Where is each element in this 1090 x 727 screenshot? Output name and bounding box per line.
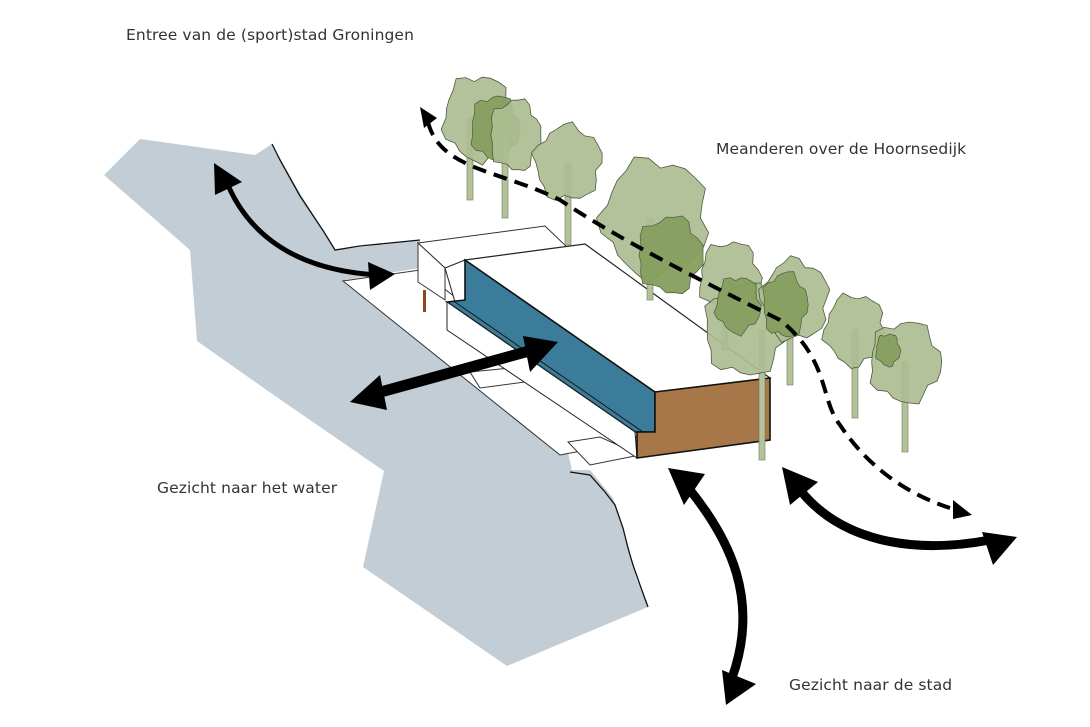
tree <box>869 321 943 453</box>
tree-crown-dark <box>713 277 762 337</box>
building-back-volume-side <box>417 241 446 301</box>
tree-crown <box>821 292 888 369</box>
label-water-view: Gezicht naar het water <box>157 479 338 497</box>
tree-crown <box>490 98 542 171</box>
shoreline-south <box>569 471 649 608</box>
water-view-arrow-head-east <box>523 336 558 372</box>
city-view-arrow-south-head-bottom <box>722 670 756 705</box>
tree <box>758 255 831 386</box>
city-view-arrow-south <box>686 487 748 680</box>
label-meander: Meanderen over de Hoornsedijk <box>716 140 967 158</box>
tree <box>821 292 888 419</box>
tree <box>530 121 603 246</box>
label-entrance: Entree van de (sport)stad Groningen <box>126 26 414 44</box>
tree-crown <box>530 121 603 201</box>
city-view-arrow-east <box>796 487 991 551</box>
entrance-arrow-head-east <box>368 262 395 290</box>
tree <box>595 156 710 301</box>
water-view-arrow-head-west <box>350 375 387 410</box>
city-view-arrow-east-head-west <box>782 467 818 505</box>
entrance-arrow <box>222 177 379 278</box>
city-view-arrow-south-head-top <box>668 468 705 505</box>
building-back-accent <box>423 290 426 312</box>
tree-crown-dark <box>875 333 902 368</box>
meander-arrow-head-south <box>953 500 972 519</box>
tree-crown <box>869 321 943 405</box>
tree-row <box>440 76 943 461</box>
brown-facade <box>636 377 771 459</box>
tree-crown-dark <box>638 215 704 295</box>
meander-arrow-head-north <box>420 107 437 128</box>
blue-facade-line <box>454 301 644 433</box>
shoreline-north <box>271 143 421 251</box>
entrance-arrow-head-north <box>214 163 242 195</box>
label-city-view: Gezicht naar de stad <box>789 676 953 694</box>
meander-path-arrow <box>426 121 951 510</box>
city-view-arrow-east-head-east <box>982 532 1017 565</box>
water-view-arrow <box>368 342 542 401</box>
tree-crown-dark <box>762 271 809 338</box>
tree <box>490 98 542 219</box>
